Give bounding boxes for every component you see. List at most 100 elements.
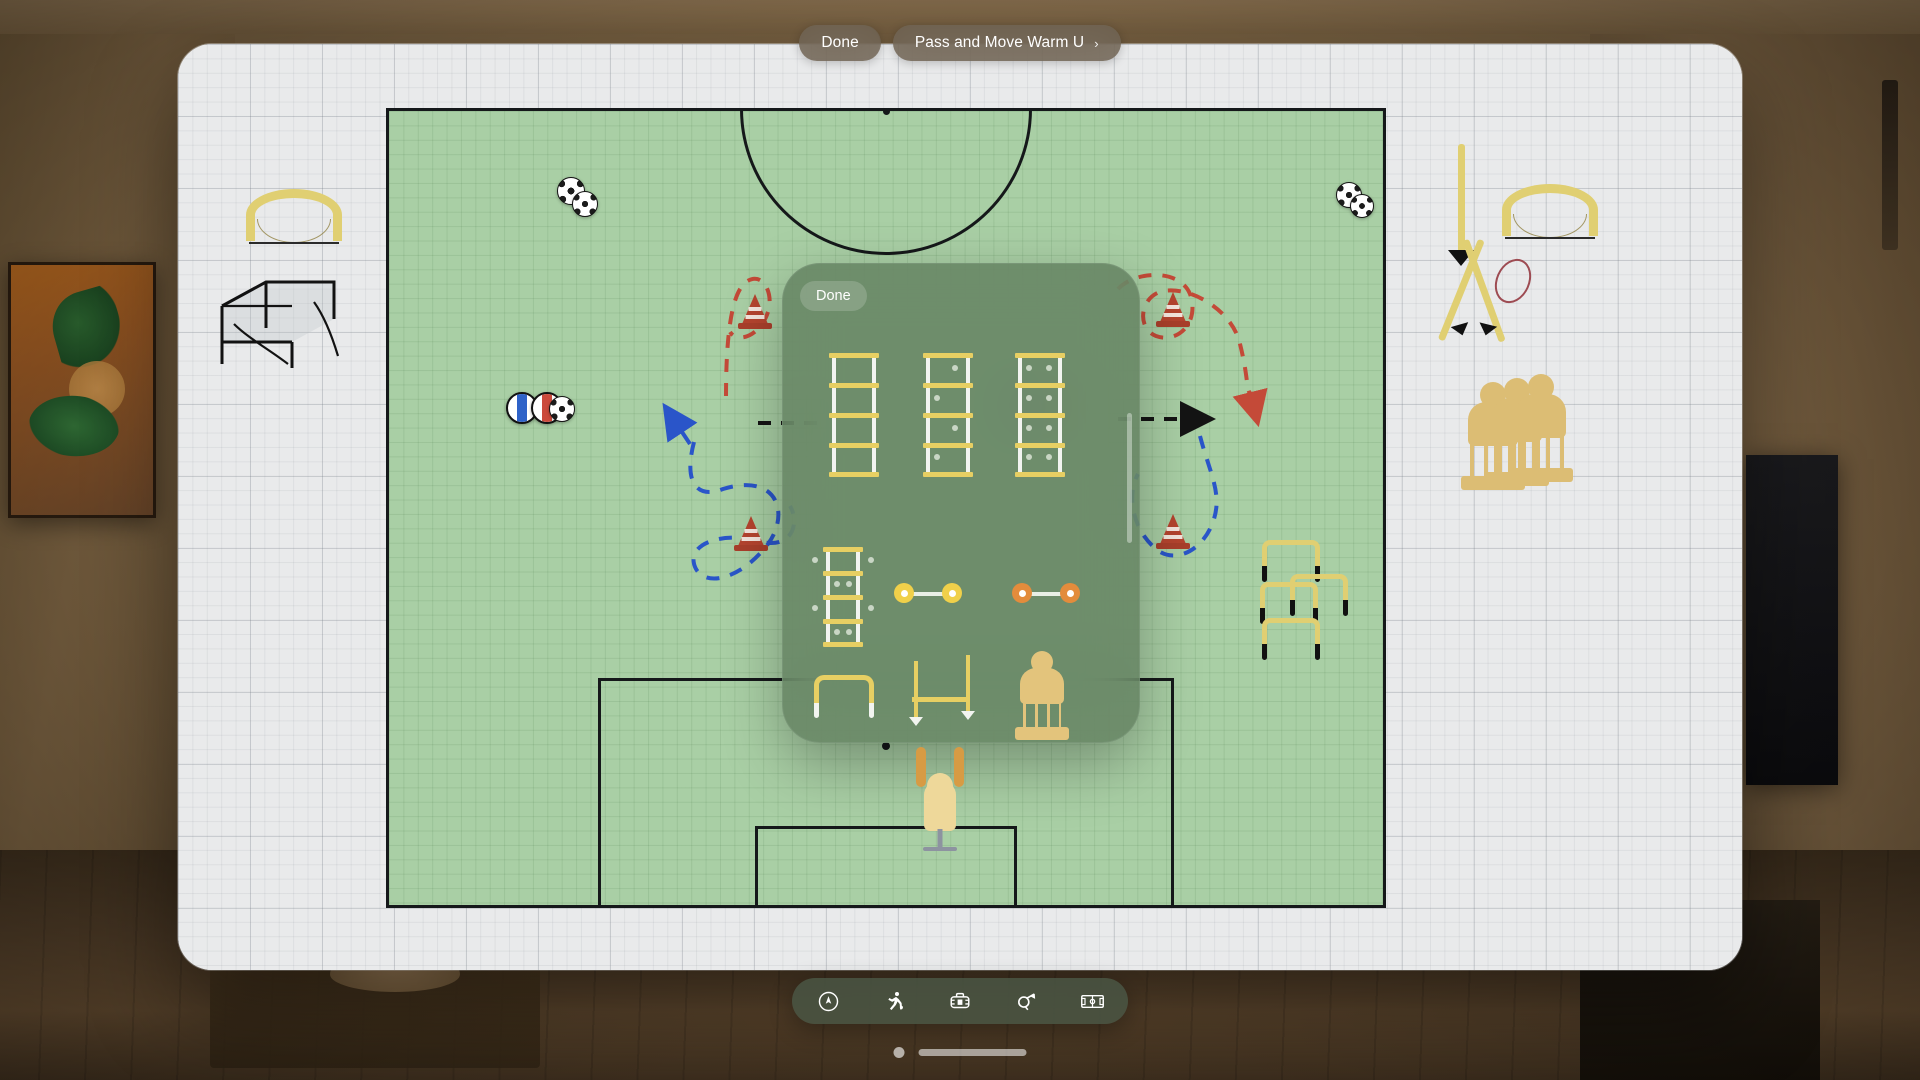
mannequin-head xyxy=(1031,651,1053,673)
mannequin-base xyxy=(1509,468,1573,482)
soccer-ball-dribble[interactable] xyxy=(549,396,575,422)
tool-annotate-button[interactable] xyxy=(808,984,848,1018)
cone-base xyxy=(734,545,768,551)
session-title-button[interactable]: Pass and Move Warm U › xyxy=(892,25,1121,61)
tool-equipment-button[interactable] xyxy=(940,984,980,1018)
picker-item-agility-ladder-plain[interactable] xyxy=(829,353,879,477)
picker-item-marker-pair-yellow[interactable] xyxy=(894,583,964,605)
mini-goal[interactable] xyxy=(1262,618,1320,660)
ladder-step-dot xyxy=(846,629,852,635)
window-close-dot[interactable] xyxy=(893,1047,905,1058)
ladder-rung xyxy=(829,443,879,448)
ladder-step-dot xyxy=(868,557,874,563)
ladder-rung xyxy=(1015,413,1065,418)
ladder-step-dot xyxy=(1046,425,1052,431)
cone-stripe xyxy=(744,529,758,533)
ladder-step-dot xyxy=(834,581,840,587)
mannequin-base xyxy=(1015,727,1069,740)
cone-stripe xyxy=(741,537,761,541)
ladder-rung xyxy=(829,353,879,358)
mini-goal[interactable] xyxy=(1262,540,1320,582)
arch-goal[interactable] xyxy=(1502,184,1598,239)
mini-goal[interactable] xyxy=(1290,574,1348,616)
mini-goal-foot xyxy=(1343,600,1348,616)
arch-goal-net xyxy=(257,219,331,243)
chevron-right-icon: › xyxy=(1094,35,1099,51)
mannequin-torso xyxy=(924,781,956,831)
picker-done-button[interactable]: Done xyxy=(800,281,867,311)
arch-goal-base xyxy=(1505,237,1595,239)
arch-goal[interactable] xyxy=(246,189,342,244)
ladder-rung xyxy=(823,595,863,600)
token-stripe xyxy=(517,394,527,422)
cone-base xyxy=(1156,543,1190,549)
pitch-icon xyxy=(1080,994,1104,1008)
mannequin[interactable] xyxy=(1504,374,1578,484)
done-button-label: Done xyxy=(821,34,859,51)
tool-players-button[interactable] xyxy=(874,984,914,1018)
training-cone[interactable] xyxy=(734,516,768,552)
picker-scrollbar[interactable] xyxy=(1127,413,1132,543)
mini-goal[interactable] xyxy=(1260,582,1318,624)
soccer-ball[interactable] xyxy=(572,191,598,217)
ladder-step-dot xyxy=(834,629,840,635)
picker-item-marker-pair-orange[interactable] xyxy=(1012,583,1082,605)
cone-base xyxy=(738,323,772,329)
training-cone[interactable] xyxy=(738,294,772,330)
done-button[interactable]: Done xyxy=(799,25,881,61)
mini-goal-foot xyxy=(1262,566,1267,582)
ladder-rung xyxy=(829,472,879,477)
mannequin-legs xyxy=(1518,436,1564,470)
ladder-step-dot xyxy=(934,395,940,401)
mannequin-torso xyxy=(1020,668,1064,704)
soccer-ball[interactable] xyxy=(1350,194,1374,218)
equipment-picker-panel: Done xyxy=(782,263,1140,851)
picker-item-hurdle[interactable] xyxy=(909,655,975,731)
session-title-label: Pass and Move Warm U xyxy=(914,34,1085,51)
mannequin-legs xyxy=(1023,701,1061,729)
corner-flag-pole[interactable] xyxy=(1458,144,1465,254)
hurdle-post xyxy=(966,655,970,711)
ladder-step-dot xyxy=(1026,425,1032,431)
training-cone[interactable] xyxy=(1156,514,1190,550)
tool-pitch-button[interactable] xyxy=(1072,984,1112,1018)
marker-pair-bar xyxy=(904,592,954,596)
mannequin-base xyxy=(923,847,957,851)
ladder-step-dot xyxy=(952,425,958,431)
picker-item-mannequin[interactable] xyxy=(1010,651,1074,743)
picker-item-agility-ladder-single[interactable] xyxy=(923,353,973,477)
full-size-goal[interactable] xyxy=(214,264,354,374)
penalty-spot xyxy=(882,742,890,750)
picker-item-mannequin-arms-up[interactable] xyxy=(910,747,970,857)
ladder-step-dot xyxy=(1046,395,1052,401)
hurdle-foot xyxy=(961,711,975,720)
running-player-icon xyxy=(887,991,903,1010)
window-chrome-controls xyxy=(893,1047,1027,1058)
arch-goal-base xyxy=(249,242,339,244)
mannequin-arm-right xyxy=(954,747,964,787)
training-cone[interactable] xyxy=(1156,292,1190,328)
cone-stripe xyxy=(1166,305,1180,309)
picker-item-agility-ladder-wide[interactable] xyxy=(812,547,874,647)
mannequin-torso xyxy=(1516,394,1566,438)
ladder-rung xyxy=(1015,353,1065,358)
picker-item-agility-ladder-double[interactable] xyxy=(1015,353,1065,477)
window-resize-bar[interactable] xyxy=(918,1049,1027,1056)
ladder-step-dot xyxy=(812,605,818,611)
picker-item-mini-goal[interactable] xyxy=(814,675,874,718)
cone-base xyxy=(1156,321,1190,327)
ladder-rung xyxy=(823,547,863,552)
ladder-rung xyxy=(823,571,863,576)
tool-movement-button[interactable] xyxy=(1006,984,1046,1018)
ladder-step-dot xyxy=(1026,454,1032,460)
ladder-step-dot xyxy=(934,454,940,460)
arch-goal-net xyxy=(1513,214,1587,238)
ladder-rung xyxy=(1015,472,1065,477)
mini-goal-foot xyxy=(814,703,819,718)
room-painting xyxy=(8,262,156,518)
hurdle-bar xyxy=(912,697,968,702)
room-door-edge xyxy=(1882,80,1898,250)
ladder-step-dot xyxy=(1046,365,1052,371)
ladder-rung xyxy=(923,472,973,477)
hurdle-post xyxy=(914,661,918,717)
